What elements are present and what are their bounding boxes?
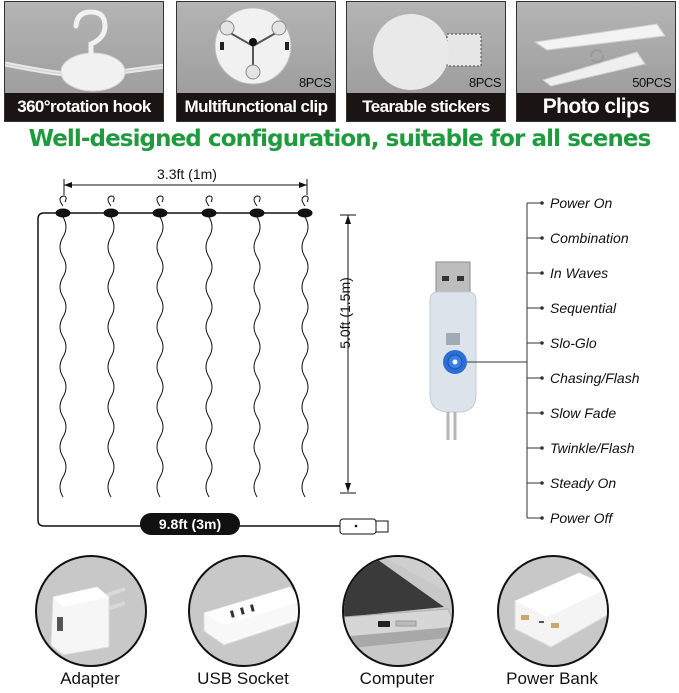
accessory-quantity: 50PCS xyxy=(632,75,671,90)
mode-item: Power On xyxy=(550,195,613,211)
power-source-computer: Computer xyxy=(342,555,454,688)
mode-item: In Waves xyxy=(550,265,609,281)
accessory-card-stickers: 8PCS Tearable stickers xyxy=(346,1,506,122)
wall-adapter-icon xyxy=(35,555,147,667)
width-dimension-label: 3.3ft (1m) xyxy=(157,166,217,182)
power-source-label: Computer xyxy=(359,669,435,688)
accessory-card-hook: 360°rotation hook xyxy=(4,1,164,122)
power-strip-icon xyxy=(188,555,300,667)
sticker-icon xyxy=(347,2,505,95)
mode-item: Steady On xyxy=(550,475,617,491)
mode-button-icon xyxy=(443,350,467,374)
light-strands xyxy=(55,195,313,498)
height-dimension-label: 5.0ft (1.5m) xyxy=(337,277,353,349)
power-source-adapter: Adapter xyxy=(35,555,147,688)
mode-item: Slow Fade xyxy=(550,405,617,421)
accessory-label: 360°rotation hook xyxy=(5,93,163,121)
power-source-label: USB Socket xyxy=(197,669,289,688)
accessory-label: Multifunctional clip xyxy=(177,93,335,121)
laptop-icon xyxy=(342,555,454,667)
power-source-power-bank: Power Bank xyxy=(497,555,609,688)
accessory-quantity: 8PCS xyxy=(299,75,331,90)
clothespin-icon xyxy=(517,2,675,95)
power-source-label: Power Bank xyxy=(506,669,598,688)
accessory-card-photo-clips: 50PCS Photo clips xyxy=(516,1,676,122)
usb-controller-icon xyxy=(429,261,477,440)
accessory-card-clip: 8PCS Multifunctional clip xyxy=(176,1,336,122)
clip-icon xyxy=(177,2,335,95)
power-source-usb-socket: USB Socket xyxy=(188,555,300,688)
hook-icon xyxy=(5,2,163,95)
mode-item: Twinkle/Flash xyxy=(550,440,635,456)
mode-item: Slo-Glo xyxy=(550,335,597,351)
headline: Well-designed configuration, suitable fo… xyxy=(28,126,652,152)
accessory-quantity: 8PCS xyxy=(469,75,501,90)
mode-item: Power Off xyxy=(550,510,613,526)
mode-item: Sequential xyxy=(550,300,617,316)
accessory-label: Photo clips xyxy=(517,93,675,121)
accessory-label: Tearable stickers xyxy=(347,93,505,121)
power-source-label: Adapter xyxy=(60,669,120,688)
mode-item: Combination xyxy=(550,230,629,246)
cable-length-label: 9.8ft (3m) xyxy=(140,513,240,535)
power-bank-icon xyxy=(497,555,609,667)
mode-item: Chasing/Flash xyxy=(550,370,640,386)
